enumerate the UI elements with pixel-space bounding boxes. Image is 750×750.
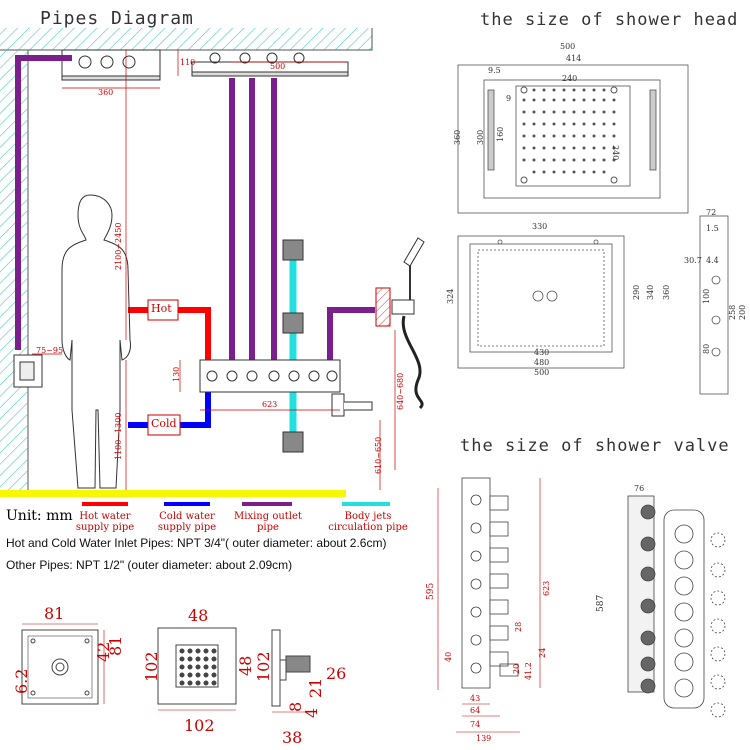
valve-dim-74: 74 xyxy=(470,720,481,729)
sh-dim-1-5: 1.5 xyxy=(706,224,719,233)
legend-swatch-hot xyxy=(82,502,128,506)
acc-c-26: 26 xyxy=(326,664,347,683)
acc-a-side: 42 xyxy=(94,641,113,662)
sh-dim-160: 160 xyxy=(496,126,505,142)
dim-640: 640~680 xyxy=(396,372,405,410)
sh-dim-80: 80 xyxy=(702,343,711,354)
valve-dim-20: 20 xyxy=(512,663,521,674)
valve-dim-595: 595 xyxy=(426,582,436,600)
valve-panel xyxy=(199,359,341,393)
sh-dim-4-4: 4.4 xyxy=(706,256,719,265)
unit-label: Unit: mm xyxy=(6,508,73,524)
ceiling-box-left xyxy=(61,49,161,81)
acc-b-height-right: 48 xyxy=(236,655,255,676)
dim-110: 110 xyxy=(180,58,196,67)
body-jet-units xyxy=(282,239,304,453)
acc-c-height: 102 xyxy=(254,651,273,682)
dim-1100: 1100~1300 xyxy=(114,412,123,460)
sh-dim-480: 480 xyxy=(534,358,550,367)
sh-dim-9-5: 9.5 xyxy=(488,66,501,75)
cold-label: Cold xyxy=(151,417,177,430)
sh-dim-500b: 500 xyxy=(534,368,550,377)
sh-dim-360b: 360 xyxy=(662,284,671,300)
acc-c-4: 4 xyxy=(302,707,321,718)
valve-dim-623: 623 xyxy=(542,580,551,596)
shower-head-title: the size of shower head xyxy=(480,10,739,30)
sh-dim-258: 258 xyxy=(728,304,737,320)
legend-swatch-cold xyxy=(164,502,210,506)
valve-dim-64: 64 xyxy=(470,706,481,715)
dim-610: 610~650 xyxy=(374,436,383,474)
sh-dim-300: 300 xyxy=(476,129,485,145)
dim-75: 75~95 xyxy=(36,346,64,355)
acc-b-width-bottom: 102 xyxy=(184,716,215,735)
valve-dim-40: 40 xyxy=(444,651,453,662)
sh-dim-430: 430 xyxy=(534,348,550,357)
floor xyxy=(0,490,346,497)
sh-dim-324: 324 xyxy=(446,288,455,304)
sh-dim-30-7: 30.7 xyxy=(684,256,702,265)
sh-dim-9: 9 xyxy=(506,94,512,103)
sh-dim-330: 330 xyxy=(532,222,548,231)
mixing-pipes-vertical xyxy=(229,78,375,362)
valve-dim-139: 139 xyxy=(476,734,492,743)
legend-swatch-body xyxy=(342,502,390,506)
dim-500: 500 xyxy=(270,62,286,71)
human-silhouette xyxy=(61,194,131,489)
acc-b-height-left: 102 xyxy=(142,651,161,682)
ceiling-wall xyxy=(0,28,373,490)
pipes-diagram-title: Pipes Diagram xyxy=(40,8,194,29)
sh-dim-414: 414 xyxy=(566,54,582,63)
right-wall-handshower xyxy=(375,237,425,410)
dim-360: 360 xyxy=(98,88,114,97)
sh-dim-360: 360 xyxy=(453,129,462,145)
acc-c-38: 38 xyxy=(282,728,303,747)
dim-130: 130 xyxy=(172,366,181,382)
shower-valve-title: the size of shower valve xyxy=(460,436,730,456)
sh-dim-240: 240 xyxy=(562,74,578,83)
sh-dim-290: 290 xyxy=(632,284,641,300)
valve-dim-587: 587 xyxy=(596,594,606,612)
note-other-pipes: Other Pipes: NPT 1/2" (outer diameter: a… xyxy=(6,558,293,572)
mixing-pipe-left xyxy=(15,55,72,350)
acc-b-width-top: 48 xyxy=(188,606,209,625)
sh-dim-500: 500 xyxy=(560,42,576,51)
acc-a-depth: 6.2 xyxy=(12,668,31,694)
acc-c-21: 21 xyxy=(306,677,325,698)
valve-dim-24: 24 xyxy=(538,647,547,658)
valve-dim-28: 28 xyxy=(514,621,523,632)
sh-dim-100: 100 xyxy=(702,288,711,304)
acc-a-width: 81 xyxy=(44,604,65,623)
legend-swatch-mixing xyxy=(242,502,292,506)
note-inlet-pipes: Hot and Cold Water Inlet Pipes: NPT 3/4"… xyxy=(6,536,387,550)
valve-dim-76: 76 xyxy=(634,484,645,493)
left-wall-bracket xyxy=(13,354,43,388)
valve-dim-43: 43 xyxy=(470,694,481,703)
sh-dim-340: 340 xyxy=(646,284,655,300)
valve-dim-41-2: 41.2 xyxy=(524,662,533,680)
tub-spout xyxy=(331,393,373,417)
dim-2100: 2100~2450 xyxy=(114,222,123,270)
sh-dim-240r: 240 xyxy=(611,145,620,161)
hot-label: Hot xyxy=(151,302,172,315)
sh-dim-200: 200 xyxy=(738,304,747,320)
sh-dim-72: 72 xyxy=(706,208,717,217)
dim-623: 623 xyxy=(262,400,278,409)
